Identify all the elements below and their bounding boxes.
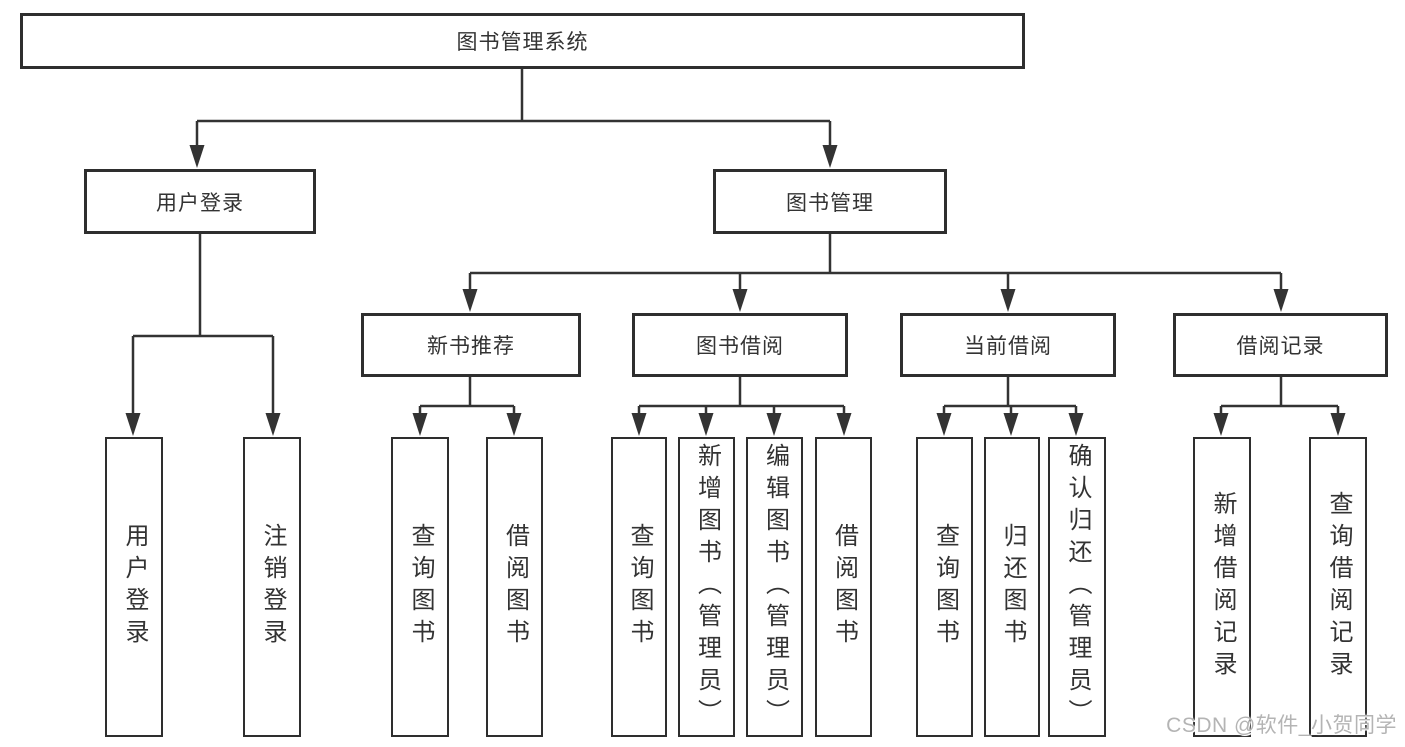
leaf-confirm-return-admin: 确认归还（管理员） xyxy=(1048,437,1106,737)
leaf-query-borrow-record-label: 查询借阅记录 xyxy=(1325,491,1352,683)
leaf-query-borrow-record: 查询借阅记录 xyxy=(1309,437,1367,737)
leaf-add-borrow-record: 新增借阅记录 xyxy=(1193,437,1251,737)
watermark: CSDN @软件_小贺同学 xyxy=(1166,714,1397,737)
leaf-add-books-admin: 新增图书（管理员） xyxy=(678,437,735,737)
leaf-return-books: 归还图书 xyxy=(984,437,1040,737)
leaf-query-books-current: 查询图书 xyxy=(916,437,973,737)
node-book-borrow: 图书借阅 xyxy=(632,313,848,377)
node-current-borrow-label: 当前借阅 xyxy=(964,335,1052,358)
leaf-add-borrow-record-label: 新增借阅记录 xyxy=(1209,491,1236,683)
leaf-query-books-recommend: 查询图书 xyxy=(391,437,449,737)
node-root: 图书管理系统 xyxy=(20,13,1025,69)
leaf-add-books-admin-label: 新增图书（管理员） xyxy=(693,443,721,731)
node-book-management-label: 图书管理 xyxy=(786,191,874,215)
leaf-borrow-books: 借阅图书 xyxy=(815,437,872,737)
node-new-book-recommend: 新书推荐 xyxy=(361,313,581,377)
node-root-label: 图书管理系统 xyxy=(456,31,589,54)
leaf-borrow-books-label: 借阅图书 xyxy=(830,523,858,651)
leaf-user-login: 用户登录 xyxy=(105,437,163,737)
node-book-borrow-label: 图书借阅 xyxy=(696,335,784,358)
node-user-login: 用户登录 xyxy=(84,169,316,234)
node-user-login-label: 用户登录 xyxy=(156,191,244,215)
node-new-book-recommend-label: 新书推荐 xyxy=(427,335,515,358)
leaf-query-books-current-label: 查询图书 xyxy=(931,523,959,651)
leaf-query-books-borrow-label: 查询图书 xyxy=(626,523,653,651)
leaf-query-books-recommend-label: 查询图书 xyxy=(407,523,434,651)
node-borrow-records: 借阅记录 xyxy=(1173,313,1388,377)
leaf-logout-label: 注销登录 xyxy=(259,523,286,651)
leaf-borrow-books-recommend-label: 借阅图书 xyxy=(501,523,529,651)
node-current-borrow: 当前借阅 xyxy=(900,313,1116,377)
leaf-confirm-return-admin-label: 确认归还（管理员） xyxy=(1064,443,1091,731)
leaf-edit-books-admin: 编辑图书（管理员） xyxy=(746,437,803,737)
leaf-user-login-label: 用户登录 xyxy=(121,523,148,651)
node-borrow-records-label: 借阅记录 xyxy=(1236,335,1325,358)
leaf-borrow-books-recommend: 借阅图书 xyxy=(486,437,543,737)
leaf-edit-books-admin-label: 编辑图书（管理员） xyxy=(761,443,789,731)
leaf-return-books-label: 归还图书 xyxy=(999,523,1026,651)
node-book-management: 图书管理 xyxy=(713,169,947,234)
leaf-query-books-borrow: 查询图书 xyxy=(611,437,667,737)
leaf-logout: 注销登录 xyxy=(243,437,301,737)
